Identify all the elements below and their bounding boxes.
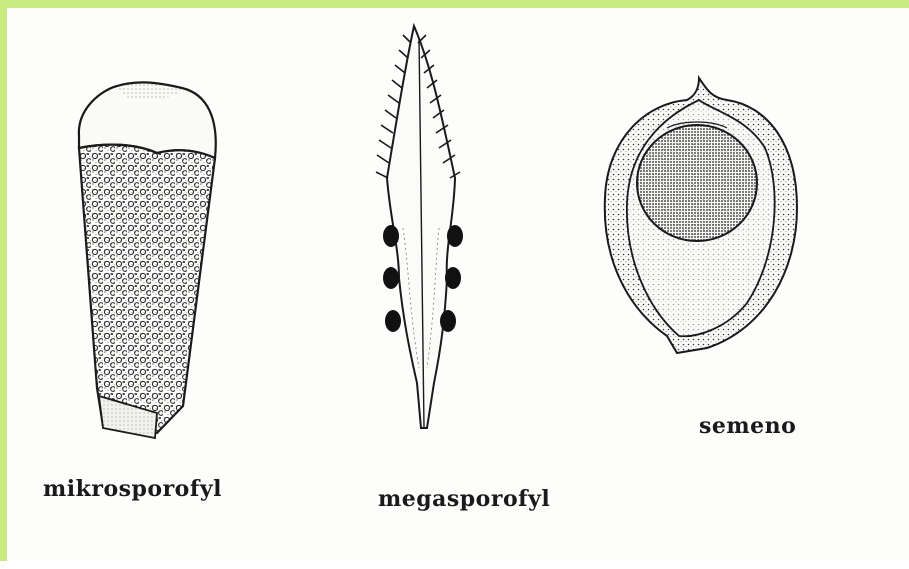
label-megasporophyll: megasporofyl: [378, 486, 550, 512]
label-seed: semeno: [699, 413, 796, 439]
label-microsporophyll: mikrosporofyl: [43, 476, 222, 502]
